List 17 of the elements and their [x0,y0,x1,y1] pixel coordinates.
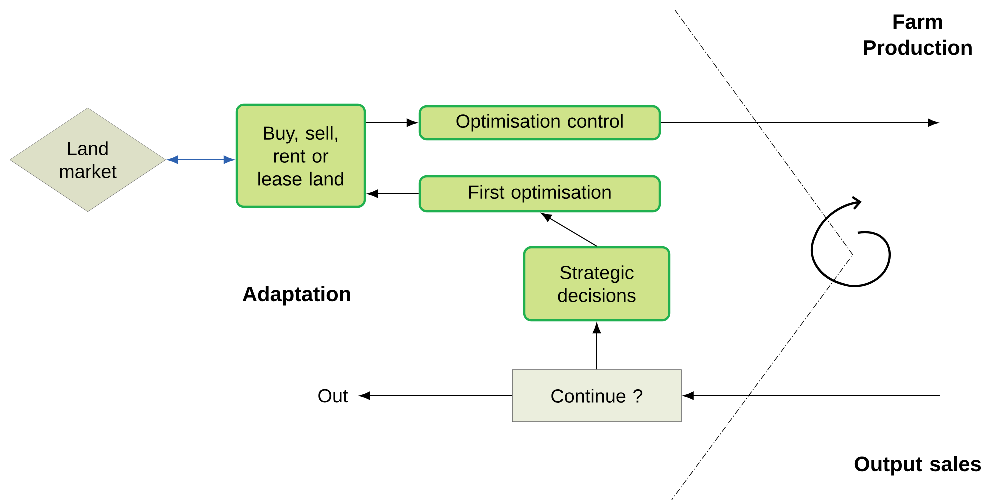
section-label: Adaptation [242,286,350,306]
arrow [368,190,420,198]
process-box: First optimisation [418,175,662,213]
process-box: Strategic decisions [523,246,671,322]
process-box: Continue ? [512,370,682,422]
arrow [592,323,602,370]
arrow [168,156,234,164]
arrow [660,118,938,128]
arrow [541,213,598,247]
section-label: Farm Production [864,14,972,56]
process-box: Buy, sell, rent or lease land [236,104,366,208]
section-label: Output sales [854,456,982,476]
arrow [360,392,513,400]
arrow [683,392,940,400]
arrow [366,118,418,128]
process-box: Optimisation control [418,105,662,141]
node-text: Out [318,389,348,403]
